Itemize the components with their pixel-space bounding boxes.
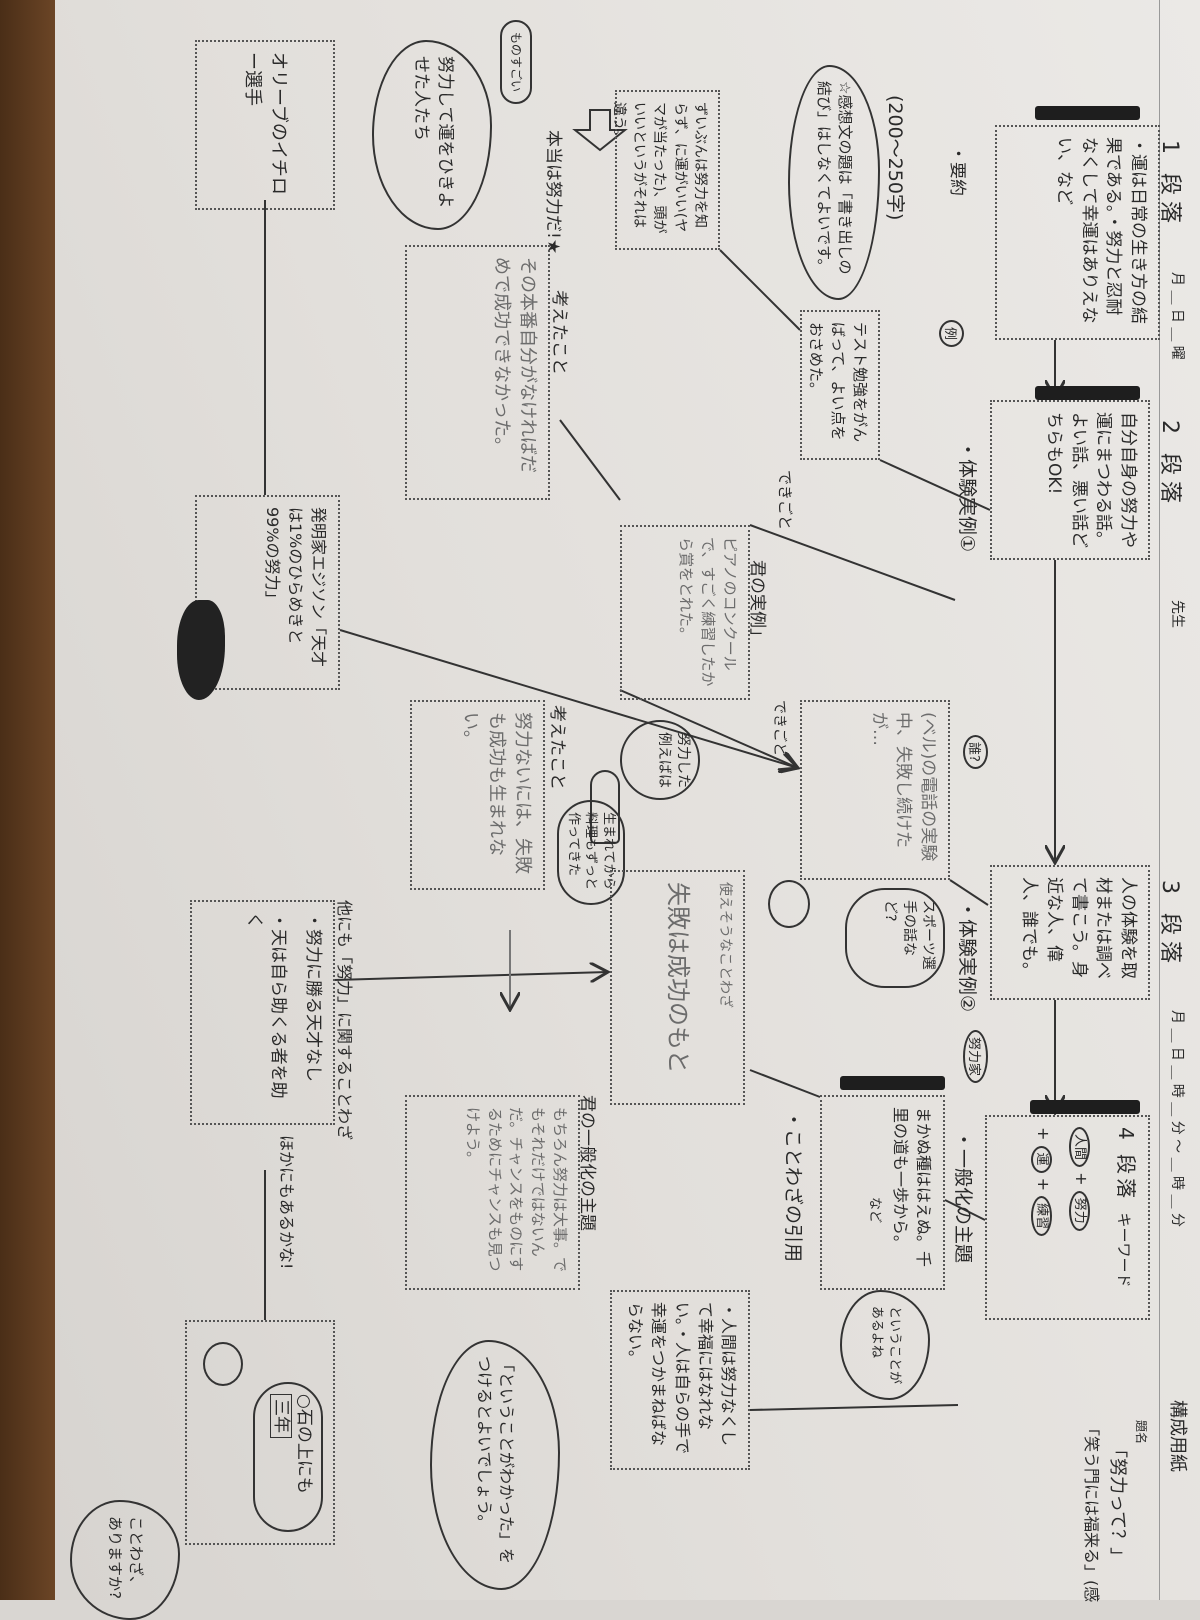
line-shippai-kotowaza	[749, 1069, 821, 1098]
paragraph-4-box: 4 段落 キーワード 人間 + 努力 + 運 + 練習	[985, 1115, 1150, 1320]
paragraph-4-label: 4 段落	[1114, 1127, 1138, 1203]
marker-bar	[1035, 386, 1140, 400]
rabbit-bubble: 努力した例えばは	[620, 720, 700, 800]
ishi-box: ○石の上にも 三年	[185, 1320, 335, 1545]
hokanimo-box: ・努力に勝る天才なし ・天は自ら助くる者を助く	[190, 900, 335, 1125]
ippanka-box: もちろん努力は大事。でもそれだけではないんだ。チャンスをものにするためにチャンス…	[405, 1095, 580, 1290]
line-ningen-4	[749, 1404, 959, 1411]
paragraph-4-bullet: ・一般化の主題	[952, 1130, 974, 1264]
ippanka-label: 君の一般化の主題	[577, 1095, 597, 1231]
rei-mark: 例	[939, 320, 964, 348]
paragraph-1-box: ・運は日常の生き方の結果である。・努力と忍耐なくして幸運はありえない、など	[995, 125, 1160, 340]
kotowaza-ask-cloud: ことわざ、ありますか?	[70, 1500, 180, 1620]
marker-bar	[1030, 1100, 1140, 1114]
paragraph-2-box: 自分自身の努力や運にまつわる話。よい話、悪い話どちらもOK!	[990, 400, 1150, 560]
aru-kana-text: ほかにもあるかな!	[277, 1135, 296, 1270]
kotowaza-bullet: ・ことわざの引用	[782, 1110, 804, 1263]
cat-drawing	[203, 1342, 243, 1386]
kangaeta-label-2: 考えたこと	[547, 705, 567, 790]
doryokuka-mark: 努力家	[963, 1030, 988, 1084]
paragraph-2-bullet: ・体験実例①	[956, 440, 978, 553]
paragraph-3-bullet: ・体験実例②	[956, 900, 978, 1013]
kotowaza-text: まかぬ種ははえぬ。千里の道も一歩から。	[890, 1107, 933, 1268]
kotowaza-nado: など	[866, 1197, 882, 1224]
line-honban-jitsurei	[559, 419, 621, 501]
paragraph-1-note: (200〜250字)	[884, 95, 906, 221]
marker-bar	[840, 1076, 945, 1090]
ishi-bubble: ○石の上にも 三年	[253, 1382, 323, 1532]
paragraph-1-label: 1 段落	[1157, 140, 1182, 229]
line-zuibun-rei	[719, 249, 801, 331]
frog-bubble: スポーツ選手の話など?	[845, 888, 945, 988]
keyword-doryoku: 努力	[1069, 1190, 1090, 1231]
honban-box: その本番自分がなければだめで成功できなかった。	[405, 245, 550, 500]
zuibun-box: ずいぶんは努力を知らず、に運がいい(ヤマが当たった)、頭がいいというがそれは違う…	[611, 90, 720, 250]
arrow-hokanimo-shippai	[334, 972, 608, 980]
keyword-renshu: 練習	[1031, 1196, 1053, 1237]
doryoku-box: 努力ないには、失敗も成功も生まれない。	[410, 700, 545, 890]
paragraph-1-bullet: ・要約	[947, 145, 967, 196]
dekigoto-label-1: できごと	[776, 470, 794, 531]
paragraph-3-box: 人の体験を取材または調べて書こう。身近な人、偉人、誰でも。	[990, 865, 1150, 1000]
kotowaza-box: まかぬ種ははえぬ。千里の道も一歩から。 など	[820, 1095, 945, 1290]
hokanimo-item: ・努力に勝る天才なし	[303, 912, 323, 1082]
keyword-un: 運	[1031, 1145, 1053, 1173]
hollow-arrow	[572, 109, 628, 152]
line-bell-3	[949, 879, 989, 906]
paragraph-2-label: 2 段落	[1157, 420, 1182, 509]
mono-sugoi-bubble: ものすごい	[499, 20, 532, 105]
kansoubun-cloud: ☆感想文の題は「書き出しの結び」はしなくてよいです。	[788, 65, 880, 300]
piano-box: ピアノのコンクールで、すごく練習したから賞をとれた。	[620, 525, 750, 700]
hokanimo-label: 他にも「努力」に関することわざ	[335, 900, 354, 1141]
bell-box: (ベル)の電話の実験中、失敗し続けたが…	[800, 700, 950, 880]
arrow-edison-bell	[339, 629, 798, 768]
rei-box: テスト勉強をがんばって、よい点をおさめた。	[800, 310, 880, 460]
ichiro-box: オリーブのイチロー選手	[195, 40, 335, 210]
people-cloud: 努力して運をひきよせた人たち	[372, 40, 492, 230]
kangaeta-label-1: 考えたこと	[549, 290, 569, 375]
sannen-text: 三年	[270, 1394, 293, 1438]
line-jitsurei-bullet	[749, 524, 956, 601]
keyword-label: キーワード	[1115, 1212, 1133, 1288]
frog-drawing	[768, 880, 810, 928]
keyword-ningen: 人間	[1069, 1127, 1090, 1168]
line-rei-2	[879, 459, 991, 511]
arrow-jitsurei-bell	[619, 689, 798, 768]
tsukaesou-label: 使えそうなことわざ	[717, 882, 733, 1008]
ishi-text: ○石の上にも	[294, 1394, 314, 1494]
toiu-cloud: ということがあるよね	[840, 1290, 930, 1400]
kimi-jitsurei-label: 君の実例」	[747, 560, 767, 645]
hontou-text: 本当は努力だ!★	[543, 130, 563, 255]
shippai-proverb: 失敗は成功のもと	[663, 882, 692, 1074]
hokanimo-item: ・天は自ら助くる者を助く	[243, 912, 289, 1099]
ningen-box: ・人間は努力なくして幸福にはなれない。・人は自らの手で幸運をつかまねばならない。	[610, 1290, 750, 1470]
paragraph-3-label: 3 段落	[1157, 880, 1182, 969]
dare-mark: 誰?	[963, 735, 988, 769]
marker-bar	[1035, 106, 1140, 120]
dekigoto-label-2: できごと	[771, 700, 787, 756]
shippai-box: 使えそうなことわざ 失敗は成功のもと	[610, 870, 745, 1105]
wakatta-cloud: 「ということがわかった」をつけるとよいでしょう。	[430, 1340, 560, 1590]
line-kotowaza-4	[944, 1199, 986, 1221]
